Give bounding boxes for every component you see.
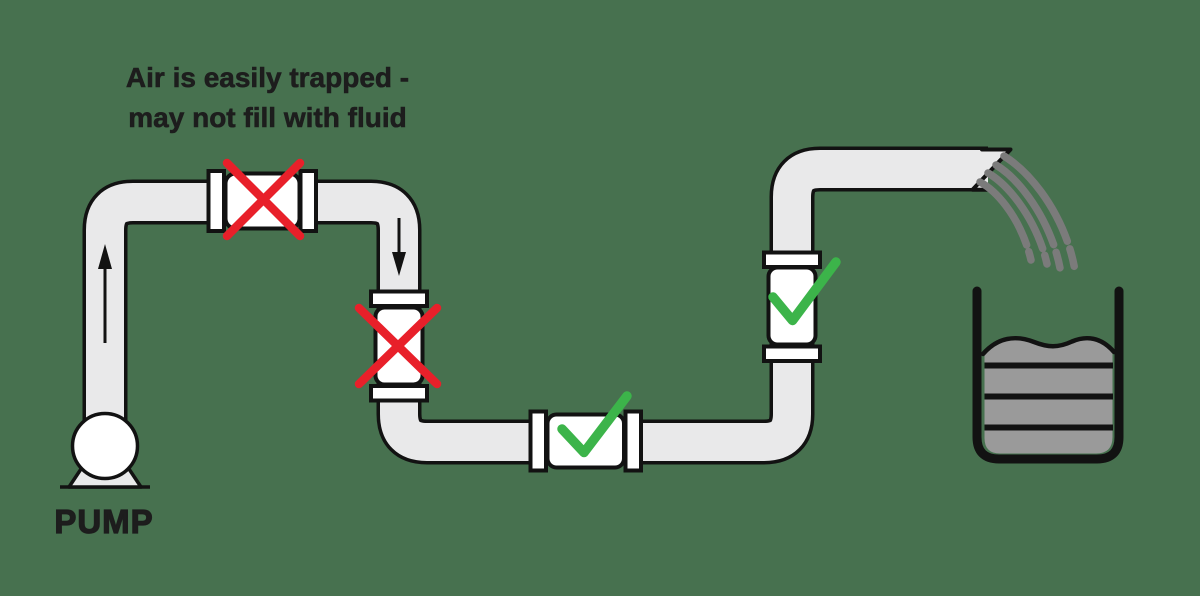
cross-icon bbox=[354, 303, 442, 389]
stream bbox=[1000, 152, 1079, 275]
pipe-bore bbox=[86, 150, 988, 461]
cross-stroke bbox=[222, 158, 305, 241]
tank-lines bbox=[972, 286, 1124, 464]
flange bbox=[762, 344, 822, 363]
air-trap-annotation: Air is easily trapped - may not fill wit… bbox=[95, 58, 440, 138]
stream bbox=[984, 169, 1051, 268]
checkmark-icon bbox=[768, 257, 841, 326]
flange bbox=[623, 409, 643, 473]
pump-icon bbox=[60, 411, 150, 489]
flow-meter-4 bbox=[762, 250, 841, 363]
stream bbox=[976, 178, 1035, 264]
tank-walls bbox=[972, 286, 1124, 464]
flange bbox=[369, 384, 429, 403]
flow-arrows bbox=[98, 218, 406, 343]
cross-stroke bbox=[354, 303, 442, 389]
flow-meter-3-fittings bbox=[528, 409, 643, 473]
flange bbox=[298, 169, 318, 233]
down-arrow-icon bbox=[392, 218, 406, 276]
tank bbox=[972, 286, 1124, 464]
fluid-surface bbox=[980, 335, 1117, 357]
flow-meter-3 bbox=[528, 391, 643, 473]
flow-meter-2 bbox=[354, 289, 442, 403]
pump-body bbox=[70, 411, 140, 481]
annotation-line-2: may not fill with fluid bbox=[128, 101, 407, 133]
flange bbox=[762, 250, 822, 269]
flow-meter-4-fittings bbox=[762, 250, 822, 363]
flange bbox=[369, 289, 429, 308]
flow-meter-1 bbox=[206, 158, 318, 241]
spout-icon bbox=[970, 147, 1013, 192]
fluid-streams-icon bbox=[976, 152, 1079, 275]
flange bbox=[206, 169, 226, 233]
meter-body bbox=[766, 265, 818, 347]
flange bbox=[528, 409, 548, 473]
stream bbox=[992, 161, 1064, 272]
flow-meter-2-fittings bbox=[369, 289, 429, 403]
cross-icon bbox=[222, 158, 305, 241]
pump-label: PUMP bbox=[54, 502, 154, 540]
down-arrow-head bbox=[392, 252, 406, 276]
up-arrow-head bbox=[98, 244, 112, 269]
checkmark-icon bbox=[557, 391, 632, 458]
annotation-line-1: Air is easily trapped - bbox=[125, 62, 410, 94]
up-arrow-icon bbox=[98, 244, 112, 343]
